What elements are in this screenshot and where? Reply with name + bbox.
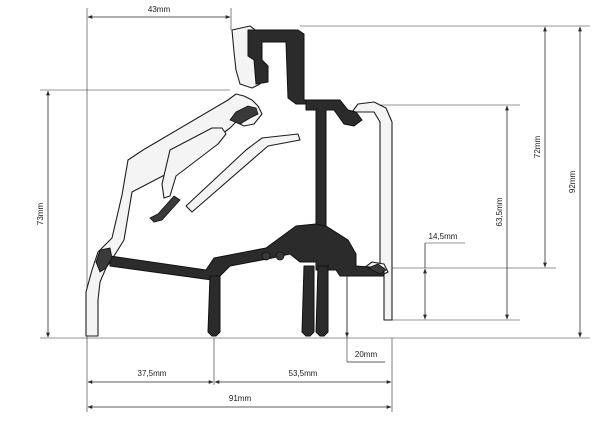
label-total-width: 91mm <box>229 394 252 403</box>
left-seal <box>95 247 113 273</box>
label-inner-height: 63,5mm <box>495 197 504 226</box>
label-left-height: 73mm <box>36 203 45 226</box>
label-bottom-drop: 20mm <box>355 350 378 359</box>
glazing-groove <box>161 127 227 199</box>
gasket-seal <box>261 251 271 261</box>
frame-mullion <box>305 99 363 227</box>
label-bottom-right: 53,5mm <box>289 369 318 378</box>
dimension-labels: 43mm 92mm 72mm 63,5mm 73mm 14,5mm 20mm 3… <box>36 5 577 403</box>
label-sash-height: 72mm <box>533 136 542 159</box>
bead-seal <box>367 263 387 275</box>
frame-left-leg <box>207 275 221 337</box>
glazing-bead <box>185 133 301 213</box>
label-bottom-left: 37,5mm <box>138 369 167 378</box>
frame-center-leg <box>301 265 315 337</box>
frame-top-box <box>247 29 321 105</box>
dimension-lines <box>46 15 582 409</box>
light-profiles <box>85 25 393 337</box>
outer-bead <box>351 101 393 321</box>
sash-profile <box>85 93 263 337</box>
label-top-width: 43mm <box>148 5 171 14</box>
gasket-seal <box>275 251 285 261</box>
sash-gasket <box>229 105 259 125</box>
label-total-height: 92mm <box>568 171 577 194</box>
frame-center-leg-2 <box>315 265 329 337</box>
sash-gasket <box>149 195 181 223</box>
label-rebate: 14,5mm <box>429 232 458 241</box>
dark-profiles <box>95 29 387 337</box>
frame-bottom-section <box>109 223 385 281</box>
